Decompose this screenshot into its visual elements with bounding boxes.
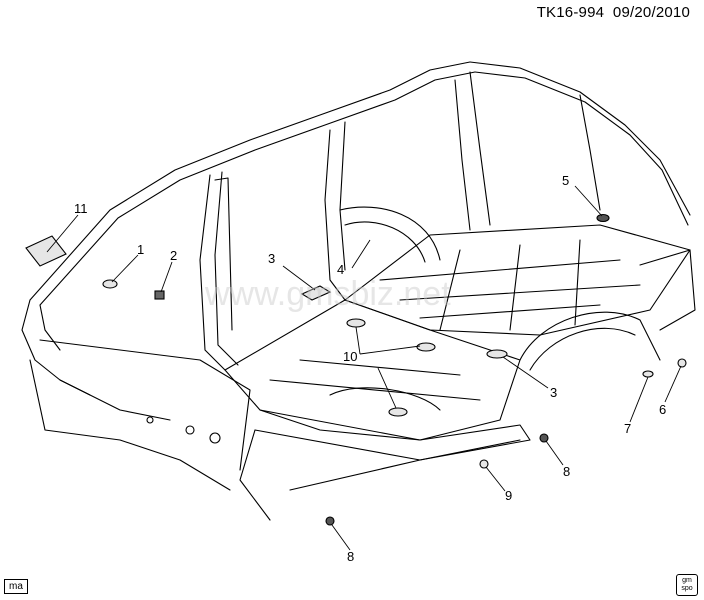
rocker-panel: [254, 409, 531, 461]
callout-3-left: 3: [268, 251, 275, 266]
b-pillar: [199, 174, 226, 371]
callout-2: 2: [170, 248, 177, 263]
gm-spo-logo: gm spo: [676, 574, 698, 596]
part-5-plug: [596, 213, 610, 223]
callout-5: 5: [562, 173, 569, 188]
roof-rail-rear: [469, 61, 691, 216]
part-2-plug: [154, 290, 165, 300]
callout-1: 1: [137, 242, 144, 257]
part-3-patch-right: [486, 349, 508, 359]
diagram-header: TK16-994 09/20/2010: [537, 4, 690, 21]
cargo-floor: [344, 224, 691, 336]
doc-id: TK16-994: [536, 4, 605, 21]
part-6-plug: [677, 358, 687, 368]
part-8-plug-a: [539, 433, 549, 443]
part-3-patch-left: [300, 285, 332, 301]
dash-panel: [39, 339, 251, 471]
main-floor-pan: [224, 299, 521, 441]
rear-wheelhouse-left: [339, 206, 441, 261]
part-9-plug: [479, 459, 489, 469]
rear-wheelhouse-right: [519, 311, 661, 361]
watermark: www.gmsbiz.net: [204, 275, 451, 313]
callout-6: 6: [659, 402, 666, 417]
callout-10: 10: [343, 349, 357, 364]
part-7-plug: [642, 370, 654, 378]
rear-pillar-right: [469, 71, 491, 226]
part-8-plug-b: [325, 516, 335, 526]
part-11-patch: [25, 235, 67, 267]
callout-7: 7: [624, 421, 631, 436]
a-pillar: [21, 299, 91, 396]
view-stamp: ma: [4, 579, 28, 594]
callout-8-right: 8: [563, 464, 570, 479]
roof-rail-left: [29, 61, 471, 301]
callout-3-right: 3: [550, 385, 557, 400]
callout-8-bottom: 8: [347, 549, 354, 564]
part-10-plug-c: [388, 407, 408, 417]
part-10-plug-b: [416, 342, 436, 352]
c-pillar: [324, 129, 346, 301]
doc-date: 09/20/2010: [612, 4, 690, 21]
part-1-plug: [102, 279, 118, 289]
callout-4: 4: [337, 262, 344, 277]
callout-11: 11: [74, 201, 88, 216]
callout-9: 9: [505, 488, 512, 503]
part-10-plug-a: [346, 318, 366, 328]
